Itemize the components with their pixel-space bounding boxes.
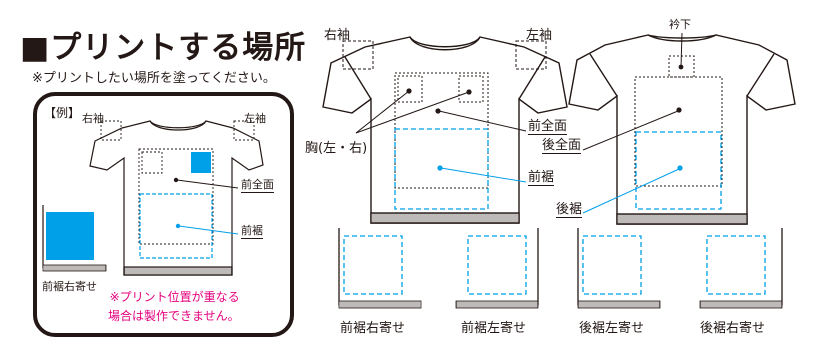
hem-panel-back-right xyxy=(699,228,783,309)
example-label-right-sleeve: 右袖 xyxy=(82,112,104,125)
example-frame xyxy=(33,92,294,337)
example-heading: 【例】 xyxy=(44,106,81,120)
example-label-left-sleeve: 左袖 xyxy=(244,112,266,125)
front-tshirt xyxy=(322,36,568,224)
back-leaders xyxy=(582,32,684,214)
example-filled-chest-left xyxy=(191,152,211,173)
example-front-full-dot xyxy=(173,177,179,183)
example-hem-right-panel xyxy=(42,205,107,272)
back-tshirt xyxy=(568,34,796,225)
front-leaders xyxy=(355,88,527,183)
hem-panel-front-left xyxy=(455,228,539,309)
hem-panel-label: 後裾右寄せ xyxy=(700,321,766,336)
example-label-front-full: 前全面 xyxy=(241,178,274,193)
example-label-front-hem: 前裾 xyxy=(241,224,263,239)
hem-panel-label: 前裾右寄せ xyxy=(340,321,406,336)
front-label-front-full: 前全面 xyxy=(528,115,568,135)
front-label-front-hem: 前裾 xyxy=(528,166,555,186)
back-label-back-full: 後全面 xyxy=(542,134,582,154)
hem-panel-front-right xyxy=(338,228,422,309)
example-front-full-leader xyxy=(176,179,239,189)
back-label-back-hem: 後裾 xyxy=(556,198,583,218)
front-label-chest: 胸(左・右) xyxy=(305,141,368,156)
example-front-hem-dot xyxy=(175,223,181,229)
example-front-hem-leader xyxy=(178,225,239,235)
hem-panel-label: 前裾左寄せ xyxy=(461,321,527,336)
overlap-warning-line1: ※プリント位置が重なる xyxy=(109,290,240,304)
example-tshirt xyxy=(89,120,264,276)
instruction-text: ※プリントしたい場所を塗ってください。 xyxy=(32,71,276,86)
hem-panel-back-left xyxy=(577,228,661,309)
example-label-hem-right: 前裾右寄せ xyxy=(42,280,97,293)
hem-panel-label: 後裾左寄せ xyxy=(579,321,645,336)
overlap-warning: ※プリント位置が重なる 場合は製作できません。 xyxy=(108,288,240,326)
front-label-left-sleeve: 左袖 xyxy=(526,28,553,43)
page-title: ■プリントする場所 xyxy=(20,30,307,66)
overlap-warning-line2: 場合は製作できません。 xyxy=(108,309,240,323)
front-label-right-sleeve: 右袖 xyxy=(324,28,351,43)
back-label-below-collar: 衿下 xyxy=(669,18,691,31)
